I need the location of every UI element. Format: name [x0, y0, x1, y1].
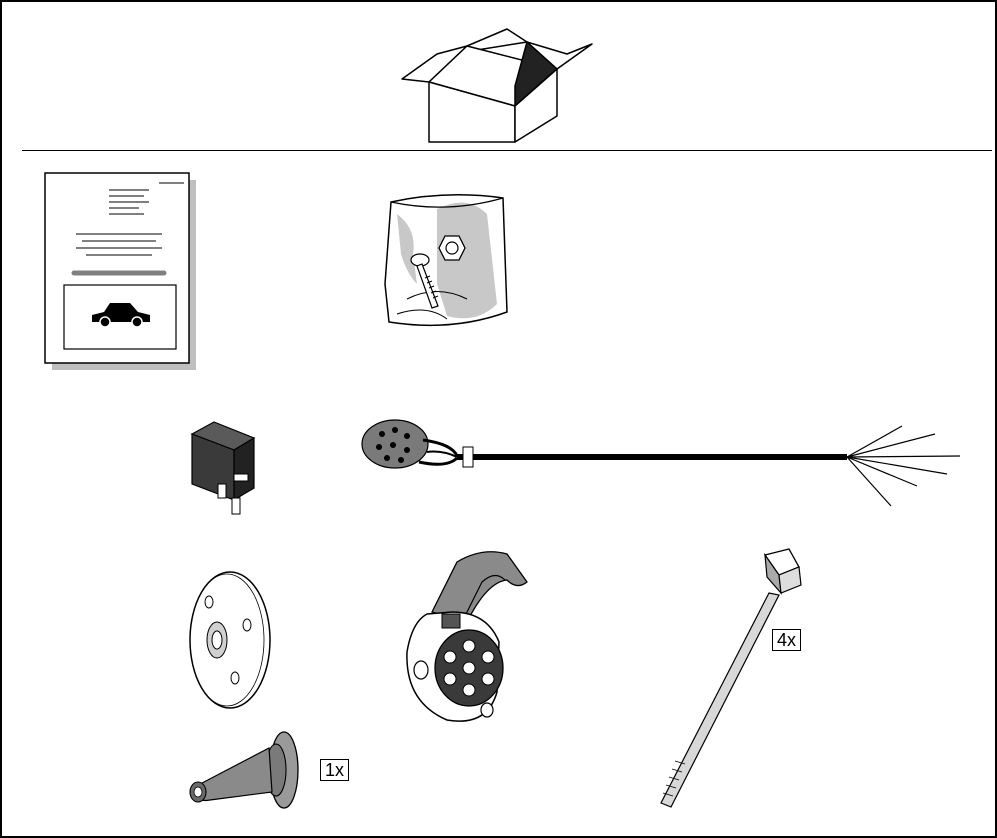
grommet-icon	[184, 730, 319, 812]
cable-tie-icon	[657, 547, 817, 812]
relay-icon	[188, 420, 258, 516]
mounting-plate-icon	[187, 570, 273, 710]
cable-tie-quantity-label: 4x	[772, 629, 802, 651]
cable-harness-icon	[357, 412, 967, 512]
grommet-quantity-label: 1x	[320, 759, 350, 781]
car-icon	[90, 300, 152, 328]
trailer-socket-icon	[387, 542, 532, 727]
manual-icon	[44, 172, 198, 372]
box-icon	[397, 24, 607, 144]
nut-icon	[438, 234, 466, 262]
bolt-icon	[408, 250, 444, 310]
header-divider	[22, 150, 992, 151]
